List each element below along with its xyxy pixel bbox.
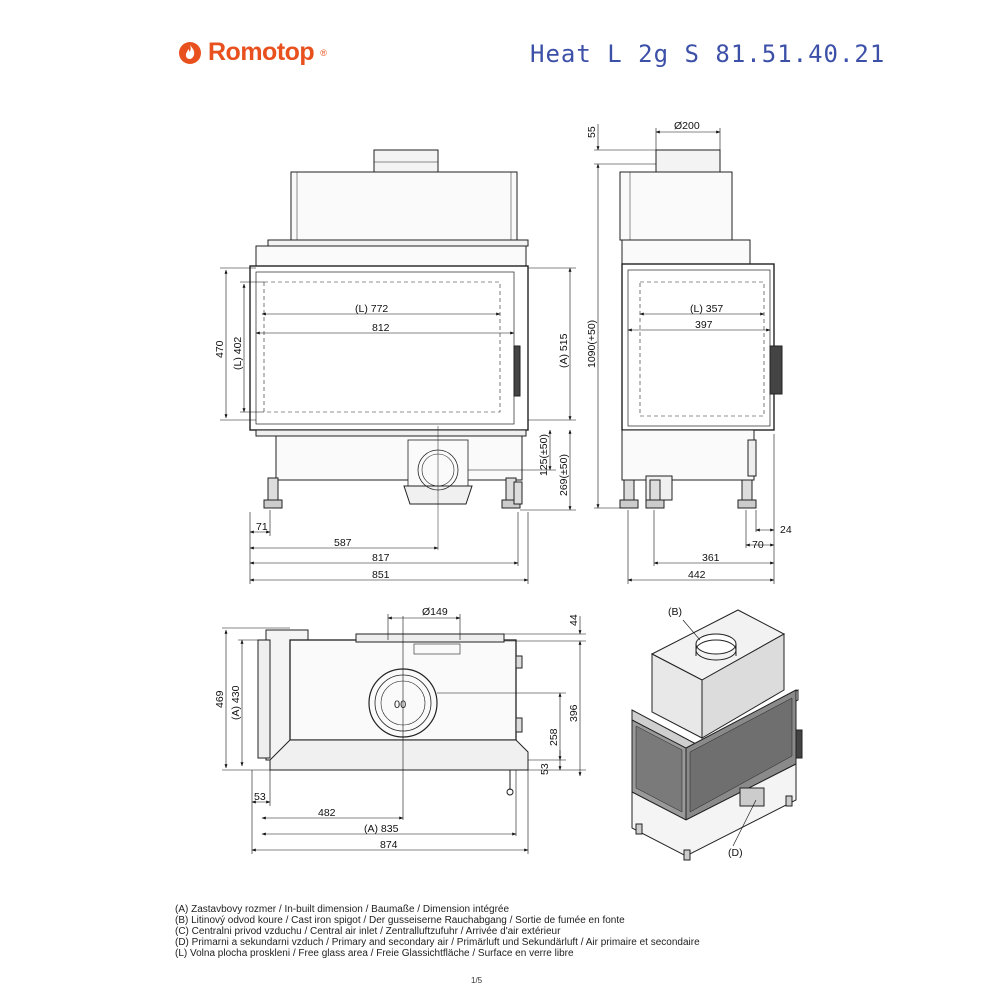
dim-side-glass-width: (L) 357 xyxy=(690,303,723,315)
dim-top-53-right: 53 xyxy=(539,763,551,775)
brand-logo: Romotop ® xyxy=(178,38,327,67)
legend-item-l: (L) Volna plocha proskleni / Free glass … xyxy=(175,948,574,959)
top-view: 00 xyxy=(257,629,529,796)
side-dimension-labels: Ø200 55 1090(+50) (L) 357 397 24 70 361 … xyxy=(586,120,792,581)
legend: (A) Zastavbovy rozmer / In-built dimensi… xyxy=(175,904,700,959)
dim-front-587: 587 xyxy=(334,537,352,549)
label-b: (B) xyxy=(668,606,682,618)
dim-top-44: 44 xyxy=(568,614,580,626)
dim-side-total-height: 1090(+50) xyxy=(586,320,598,368)
side-view xyxy=(619,149,783,509)
side-dimensions xyxy=(594,124,775,584)
dim-side-inner-width: 397 xyxy=(695,319,713,331)
dim-front-built-in-height: (A) 515 xyxy=(558,333,570,368)
legend-item-b: (B) Litinový odvod koure / Cast iron spi… xyxy=(175,915,625,926)
dim-top-built-in-width: (A) 835 xyxy=(364,823,399,835)
top-dimensions xyxy=(222,614,586,854)
dim-front-71: 71 xyxy=(256,521,268,533)
front-view xyxy=(249,149,529,550)
flame-logo-icon xyxy=(179,41,201,64)
dim-top-874: 874 xyxy=(380,839,398,851)
dim-side-top-55: 55 xyxy=(586,126,598,138)
dim-side-spigot: Ø200 xyxy=(674,120,700,132)
dim-top-396: 396 xyxy=(568,704,580,722)
front-dimension-labels: (L) 772 812 470 (L) 402 (A) 515 125(±50)… xyxy=(214,303,570,581)
dim-side-70: 70 xyxy=(752,539,764,551)
svg-text:00: 00 xyxy=(394,699,406,711)
dim-front-glass-height: (L) 402 xyxy=(232,337,244,370)
iso-callouts xyxy=(682,619,757,847)
dim-front-air-inlet-1: 125(±50) xyxy=(538,434,550,476)
isometric-view xyxy=(631,609,803,861)
dim-front-817: 817 xyxy=(372,552,390,564)
registered-mark: ® xyxy=(320,47,327,58)
top-dimension-labels: Ø149 44 469 (A) 430 396 258 53 53 482 (A… xyxy=(214,606,580,851)
dim-front-air-inlet-2: 269(±50) xyxy=(558,454,570,496)
dim-side-442: 442 xyxy=(688,569,706,581)
model-title: Heat L 2g S 81.51.40.21 xyxy=(530,40,886,68)
dim-top-469: 469 xyxy=(214,690,226,708)
dim-side-24: 24 xyxy=(780,524,792,536)
page-number: 1/5 xyxy=(471,976,483,985)
dim-front-glass-width: (L) 772 xyxy=(355,303,388,315)
legend-item-c: (C) Centralni privod vzduchu / Central a… xyxy=(175,926,561,937)
dim-front-851: 851 xyxy=(372,569,390,581)
dim-top-built-in-depth: (A) 430 xyxy=(230,685,242,720)
dim-top-258: 258 xyxy=(548,728,560,746)
dim-top-482: 482 xyxy=(318,807,336,819)
dim-side-361: 361 xyxy=(702,552,720,564)
front-dimensions xyxy=(220,267,576,584)
legend-item-a: (A) Zastavbovy rozmer / In-built dimensi… xyxy=(175,904,510,915)
dim-front-inner-width: 812 xyxy=(372,322,390,334)
dim-front-height-470: 470 xyxy=(214,340,226,358)
brand-name: Romotop xyxy=(208,38,315,66)
dim-top-53-left: 53 xyxy=(254,791,266,803)
dim-top-spigot: Ø149 xyxy=(422,606,448,618)
legend-item-d: (D) Primarni a sekundarni vzduch / Prima… xyxy=(175,937,700,948)
label-d: (D) xyxy=(728,847,743,859)
